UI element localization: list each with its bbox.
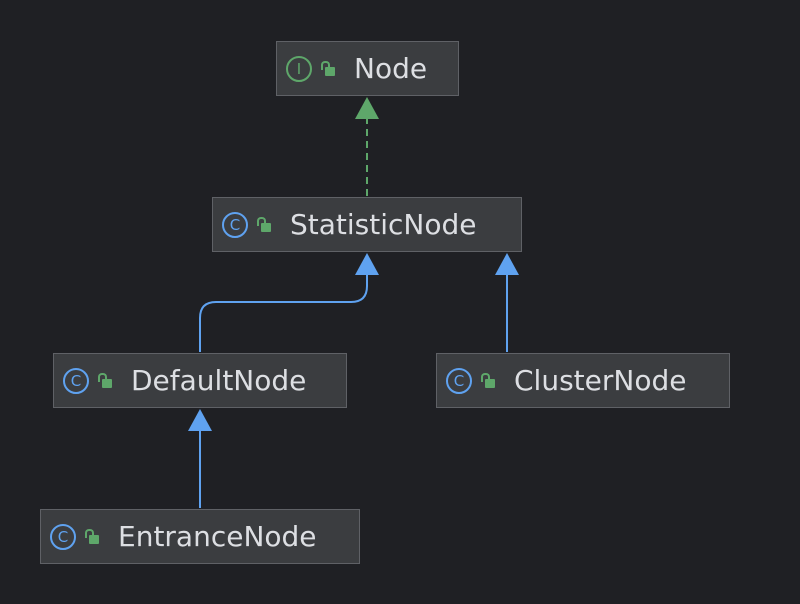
extends-arrowhead-icon bbox=[188, 409, 212, 431]
node-label: StatisticNode bbox=[290, 208, 477, 241]
class-icon: C bbox=[446, 367, 472, 394]
node-box-statisticnode[interactable]: C StatisticNode bbox=[212, 197, 522, 252]
extends-arrowhead-icon bbox=[495, 253, 519, 275]
implements-arrowhead-icon bbox=[355, 97, 379, 119]
node-label: Node bbox=[354, 52, 428, 85]
public-visibility-icon bbox=[85, 529, 99, 544]
edge-line bbox=[199, 275, 368, 352]
edge-statisticnode-implements-node bbox=[355, 97, 379, 196]
node-box-defaultnode[interactable]: C DefaultNode bbox=[53, 353, 347, 408]
node-label: ClusterNode bbox=[514, 364, 687, 397]
public-visibility-icon bbox=[98, 373, 112, 388]
class-icon: C bbox=[50, 523, 76, 550]
public-visibility-icon bbox=[481, 373, 495, 388]
public-visibility-icon bbox=[321, 61, 335, 76]
node-label: EntranceNode bbox=[118, 520, 317, 553]
node-label: DefaultNode bbox=[131, 364, 307, 397]
class-icon: C bbox=[63, 367, 89, 394]
class-icon: C bbox=[222, 211, 248, 238]
edge-defaultnode-extends-statisticnode bbox=[199, 253, 379, 352]
public-visibility-icon bbox=[257, 217, 271, 232]
node-box-entrancenode[interactable]: C EntranceNode bbox=[40, 509, 360, 564]
interface-icon: I bbox=[286, 55, 312, 82]
node-box-clusternode[interactable]: C ClusterNode bbox=[436, 353, 730, 408]
edge-entrancenode-extends-defaultnode bbox=[188, 409, 212, 508]
extends-arrowhead-icon bbox=[355, 253, 379, 275]
edge-clusternode-extends-statisticnode bbox=[495, 253, 519, 352]
node-box-node[interactable]: I Node bbox=[276, 41, 459, 96]
